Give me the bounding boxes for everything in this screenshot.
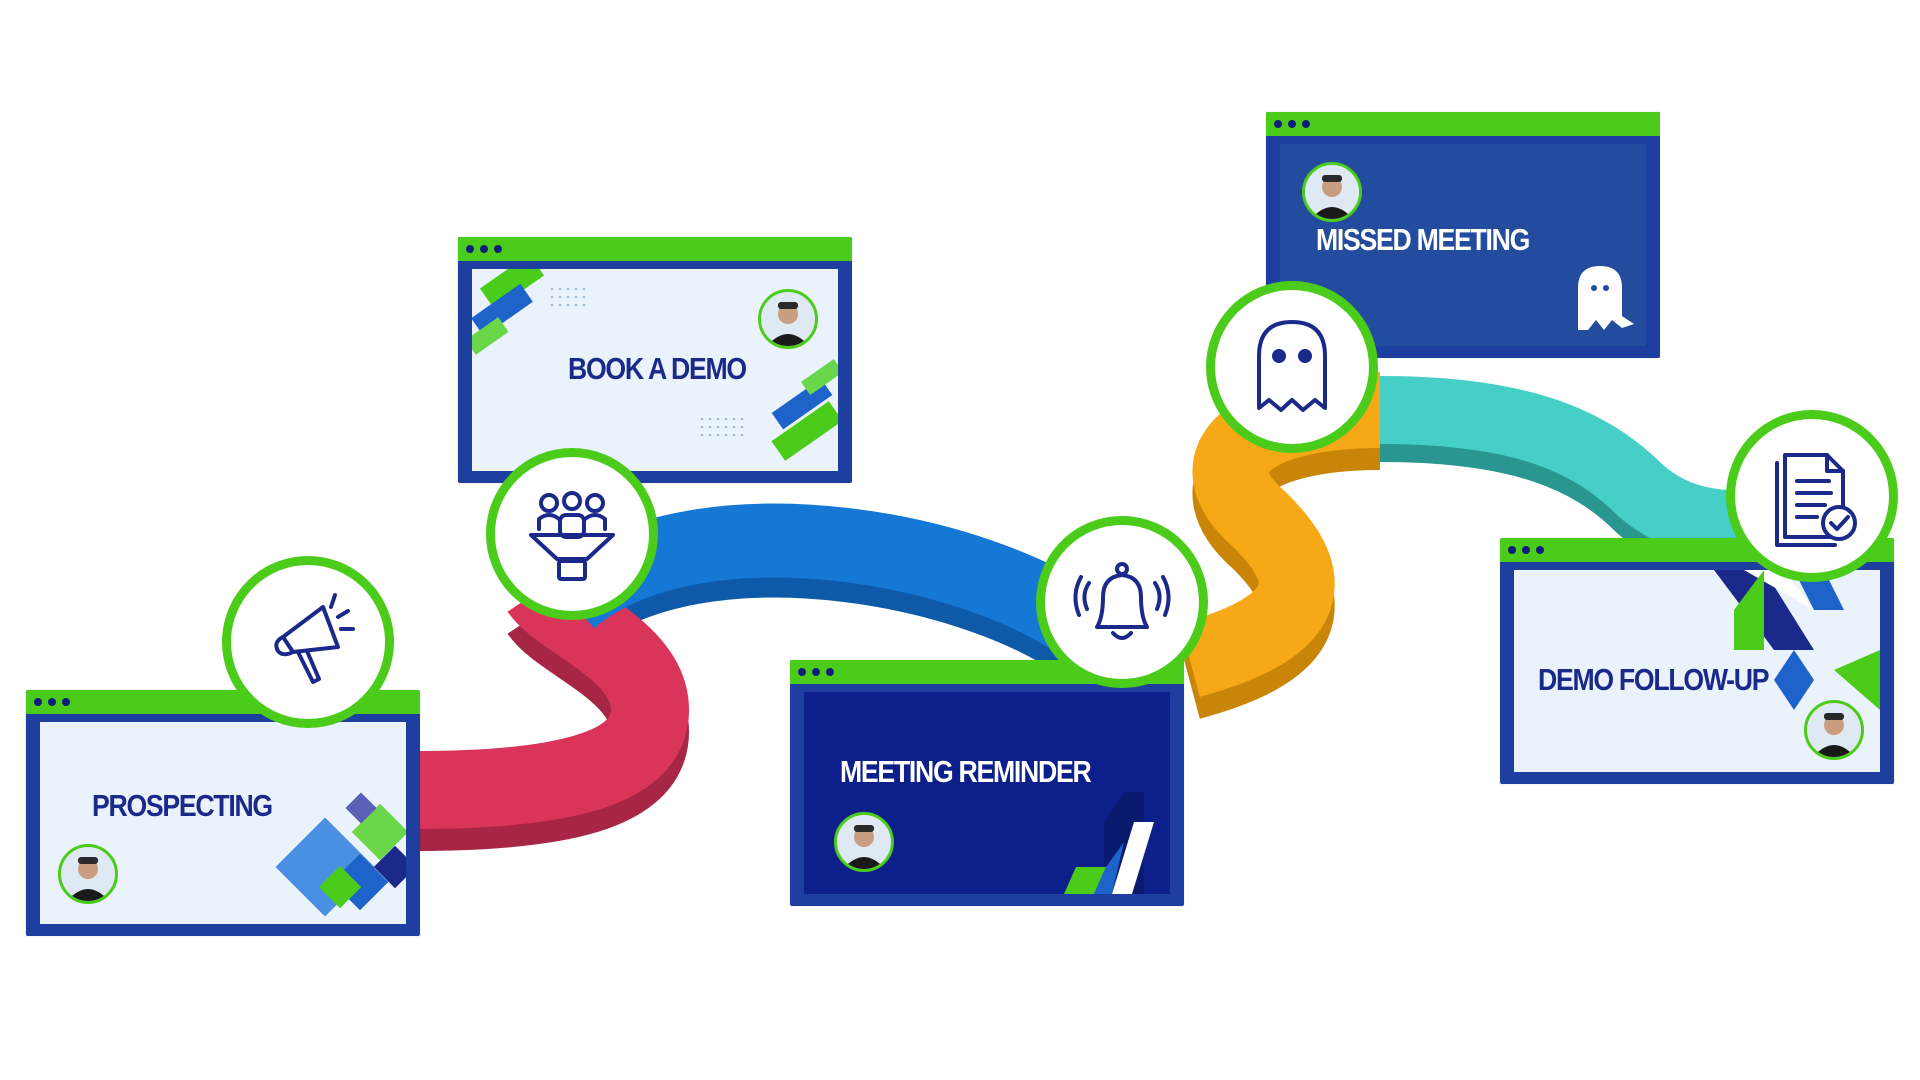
- megaphone-icon: [222, 556, 394, 728]
- bell-ringing-icon: [1036, 516, 1208, 688]
- window-titlebar: [1266, 112, 1660, 136]
- small-ghost-icon: [1578, 266, 1634, 330]
- decorative-shapes: [275, 792, 406, 917]
- card-screen: BOOK A DEMO: [472, 269, 838, 471]
- card-screen: MISSED MEETING: [1280, 144, 1646, 346]
- step-label: DEMO FOLLOW-UP: [1538, 662, 1769, 697]
- decorative-shapes: [472, 269, 838, 461]
- document-check-icon: [1726, 410, 1898, 582]
- card-book-a-demo: BOOK A DEMO: [458, 237, 852, 483]
- avatar: [834, 812, 894, 872]
- ghost-icon: [1206, 281, 1378, 453]
- avatar: [1804, 700, 1864, 760]
- avatar: [58, 844, 118, 904]
- path-segment-red: [414, 565, 689, 829]
- step-label: BOOK A DEMO: [568, 351, 747, 386]
- card-screen: MEETING REMINDER: [804, 692, 1170, 894]
- card-screen: PROSPECTING: [40, 722, 406, 924]
- decorative-shapes: [1064, 792, 1154, 894]
- step-label: MISSED MEETING: [1316, 222, 1530, 257]
- decorative-shapes: [1714, 570, 1880, 710]
- path-segment-teal: [1379, 376, 1771, 559]
- step-label: MEETING REMINDER: [840, 754, 1092, 789]
- avatar: [1302, 162, 1362, 222]
- card-demo-follow-up: DEMO FOLLOW-UP: [1500, 538, 1894, 784]
- card-screen: DEMO FOLLOW-UP: [1514, 570, 1880, 772]
- card-meeting-reminder: MEETING REMINDER: [790, 660, 1184, 906]
- step-label: PROSPECTING: [92, 788, 273, 823]
- group-funnel-icon: [486, 448, 658, 620]
- avatar: [758, 289, 818, 349]
- window-titlebar: [458, 237, 852, 261]
- card-prospecting: PROSPECTING: [26, 690, 420, 936]
